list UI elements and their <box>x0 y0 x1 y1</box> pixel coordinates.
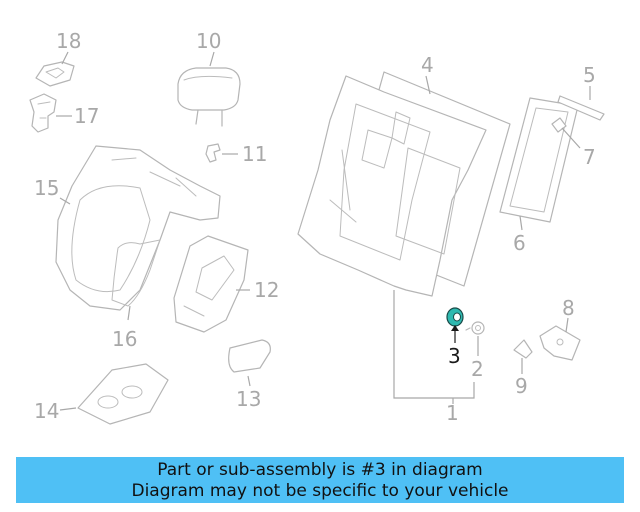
part-9-clip <box>513 339 533 359</box>
part-8-bracket <box>539 325 581 361</box>
callout-6: 6 <box>513 231 526 255</box>
callout-8: 8 <box>562 296 575 320</box>
part-5-rail <box>557 95 605 121</box>
part-17-latch <box>29 93 57 133</box>
part-3-highlighted[interactable] <box>446 307 464 327</box>
callout-1: 1 <box>446 401 459 425</box>
callout-4: 4 <box>421 53 434 77</box>
part-10-headrest <box>177 67 241 127</box>
callout-10: 10 <box>196 29 221 53</box>
callout-15: 15 <box>34 176 59 200</box>
callout-17: 17 <box>74 104 99 128</box>
part-14-cupholder <box>77 363 169 425</box>
banner-part-line: Part or sub-assembly is #3 in diagram <box>157 460 483 480</box>
callout-9: 9 <box>515 374 528 398</box>
info-banner: Part or sub-assembly is #3 in diagram Di… <box>16 457 624 503</box>
part-1-frame <box>297 75 487 297</box>
part-12-armrest-frame <box>173 235 249 333</box>
callout-13: 13 <box>236 387 261 411</box>
leader-lines <box>56 51 591 411</box>
callout-7: 7 <box>583 145 596 169</box>
callout-2: 2 <box>471 357 484 381</box>
callout-14: 14 <box>34 399 59 423</box>
part-11-clip <box>205 143 221 163</box>
parts-diagram: 18 17 10 11 15 16 12 13 14 4 5 7 6 8 9 2… <box>29 29 605 425</box>
callout-18: 18 <box>56 29 81 53</box>
callout-12: 12 <box>254 278 279 302</box>
callout-labels: 18 17 10 11 15 16 12 13 14 4 5 7 6 8 9 2… <box>34 29 596 425</box>
part-18-belt-guide <box>35 61 75 87</box>
part-13-pad <box>228 339 271 373</box>
banner-disclaimer-line: Diagram may not be specific to your vehi… <box>131 481 509 501</box>
part-2-grommet <box>465 321 485 335</box>
part-16-cover <box>111 239 161 307</box>
callout-3: 3 <box>448 344 461 368</box>
callout-11: 11 <box>242 142 267 166</box>
part-6-back-panel <box>499 97 579 223</box>
callout-16: 16 <box>112 327 137 351</box>
callout-5: 5 <box>583 63 596 87</box>
